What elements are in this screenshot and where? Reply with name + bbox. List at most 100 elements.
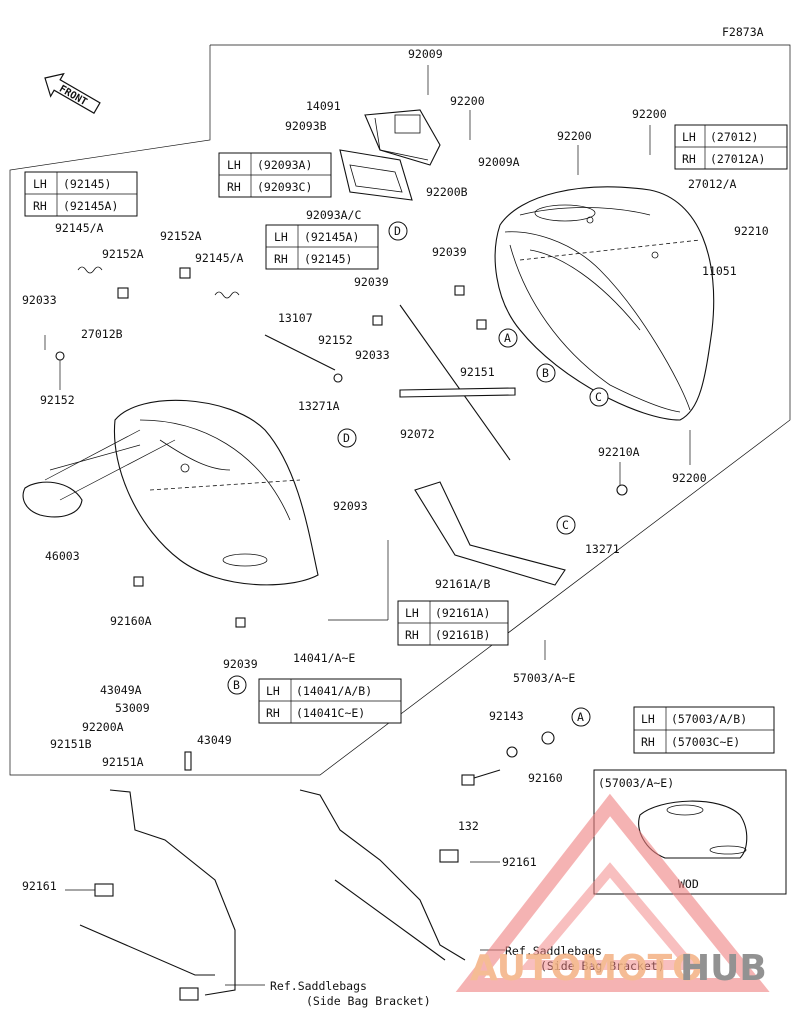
part-label: LH bbox=[641, 712, 655, 726]
part-label: 27012B bbox=[81, 327, 123, 341]
callout-B-top: B bbox=[536, 363, 556, 383]
part-label: 13271A bbox=[298, 399, 340, 413]
part-label: (92161B) bbox=[435, 628, 490, 642]
part-label: (92145A) bbox=[63, 199, 118, 213]
table-57003: LH (57003/A/B) RH (57003C~E) bbox=[633, 706, 775, 754]
part-label: 92200 bbox=[557, 129, 592, 143]
fasteners bbox=[55, 267, 628, 786]
part-label: 92151 bbox=[460, 365, 495, 379]
part-label: LH bbox=[227, 158, 241, 172]
part-label: B bbox=[542, 366, 549, 380]
callout-A-top: A bbox=[498, 328, 518, 348]
part-label: 92160A bbox=[110, 614, 152, 628]
part-label: (57003C~E) bbox=[671, 735, 740, 749]
part-label: 46003 bbox=[45, 549, 80, 563]
part-label: 92143 bbox=[489, 709, 524, 723]
part-label: Ref.Saddlebags bbox=[270, 979, 367, 993]
part-label: 92152A bbox=[102, 247, 144, 261]
part-label: 92210 bbox=[734, 224, 769, 238]
callout-A-low: A bbox=[571, 707, 591, 727]
part-label: A bbox=[504, 331, 511, 345]
part-label: (14041C~E) bbox=[296, 706, 365, 720]
part-label: (27012A) bbox=[710, 152, 765, 166]
part-label: 14041/A~E bbox=[293, 651, 355, 665]
part-label: 92200 bbox=[632, 107, 667, 121]
mat-92161AB bbox=[414, 481, 566, 586]
part-label: 92161 bbox=[22, 879, 57, 893]
part-label: 92145/A bbox=[195, 251, 244, 265]
table-27012: LH (27012) RH (27012A) bbox=[674, 124, 788, 170]
reflector-46003 bbox=[22, 429, 176, 518]
assembly-boundary bbox=[9, 44, 791, 776]
part-label: 92161 bbox=[502, 855, 537, 869]
part-label: 13107 bbox=[278, 311, 313, 325]
part-label: 13271 bbox=[585, 542, 620, 556]
saddlebag-shell bbox=[494, 186, 715, 421]
part-label: (27012) bbox=[710, 130, 758, 144]
part-label: 92093B bbox=[285, 119, 327, 133]
part-label: (14041/A/B) bbox=[296, 684, 372, 698]
part-label: 92033 bbox=[22, 293, 57, 307]
watermark-part2: HUB bbox=[680, 948, 767, 989]
part-label: 92151B bbox=[50, 737, 92, 751]
part-label: 92009 bbox=[408, 47, 443, 61]
part-label: 27012/A bbox=[688, 177, 737, 191]
part-label: (92145) bbox=[63, 177, 111, 191]
table-92161: LH (92161A) RH (92161B) bbox=[397, 600, 509, 646]
table-92145: LH (92145) RH (92145A) bbox=[24, 171, 138, 217]
table-14041: LH (14041/A/B) RH (14041C~E) bbox=[258, 678, 402, 724]
part-label: RH bbox=[641, 735, 655, 749]
part-label: Ref.Saddlebags bbox=[505, 944, 602, 958]
side-bag-bracket-left bbox=[79, 789, 236, 1001]
part-label: B bbox=[233, 678, 240, 692]
part-label: LH bbox=[274, 230, 288, 244]
saddlebag-lid bbox=[113, 399, 319, 586]
table-92093: LH (92093A) RH (92093C) bbox=[218, 152, 332, 198]
part-label: (92161A) bbox=[435, 606, 490, 620]
part-label: D bbox=[394, 224, 401, 238]
callout-D-mid: D bbox=[337, 428, 357, 448]
part-label: (57003/A/B) bbox=[671, 712, 747, 726]
part-label: 92210A bbox=[598, 445, 640, 459]
part-label: (92093A) bbox=[257, 158, 312, 172]
part-label: (Side Bag Bracket) bbox=[306, 994, 431, 1008]
part-label: C bbox=[595, 390, 602, 404]
watermark-logo: AUTOMOTO HUB bbox=[455, 793, 770, 992]
part-label: 92145/A bbox=[55, 221, 104, 235]
callout-C-mid: C bbox=[556, 515, 576, 535]
part-label: 53009 bbox=[115, 701, 150, 715]
part-label: 92200A bbox=[82, 720, 124, 734]
part-label: 43049 bbox=[197, 733, 232, 747]
inset-title: (57003/A~E) bbox=[598, 776, 674, 790]
part-label: RH bbox=[274, 252, 288, 266]
part-label: 92200 bbox=[672, 471, 707, 485]
part-label: 92039 bbox=[354, 275, 389, 289]
front-arrow-icon: FRONT bbox=[44, 72, 101, 115]
part-label: (92145A) bbox=[304, 230, 359, 244]
part-label: 92200 bbox=[450, 94, 485, 108]
callout-C-top: C bbox=[589, 387, 609, 407]
part-label: RH bbox=[227, 180, 241, 194]
part-label: 92039 bbox=[223, 657, 258, 671]
part-label: 92033 bbox=[355, 348, 390, 362]
part-label: 92152A bbox=[160, 229, 202, 243]
spring-left bbox=[77, 266, 103, 274]
callout-B-low: B bbox=[227, 675, 247, 695]
part-label: C bbox=[562, 518, 569, 532]
part-label: (92145) bbox=[304, 252, 352, 266]
side-bag-bracket-right bbox=[299, 789, 466, 961]
part-label: LH bbox=[405, 606, 419, 620]
part-label: 92093A/C bbox=[306, 208, 361, 222]
strap-92072 bbox=[399, 304, 516, 461]
part-label: RH bbox=[266, 706, 280, 720]
table-92145b: LH (92145A) RH (92145) bbox=[265, 224, 379, 270]
part-label: 92200B bbox=[426, 185, 468, 199]
rod-13107 bbox=[264, 334, 336, 371]
part-label: RH bbox=[682, 152, 696, 166]
part-label: (92093C) bbox=[257, 180, 312, 194]
part-label: RH bbox=[33, 199, 47, 213]
part-label: A bbox=[577, 710, 584, 724]
part-label: 57003/A~E bbox=[513, 671, 575, 685]
part-label: 92039 bbox=[432, 245, 467, 259]
